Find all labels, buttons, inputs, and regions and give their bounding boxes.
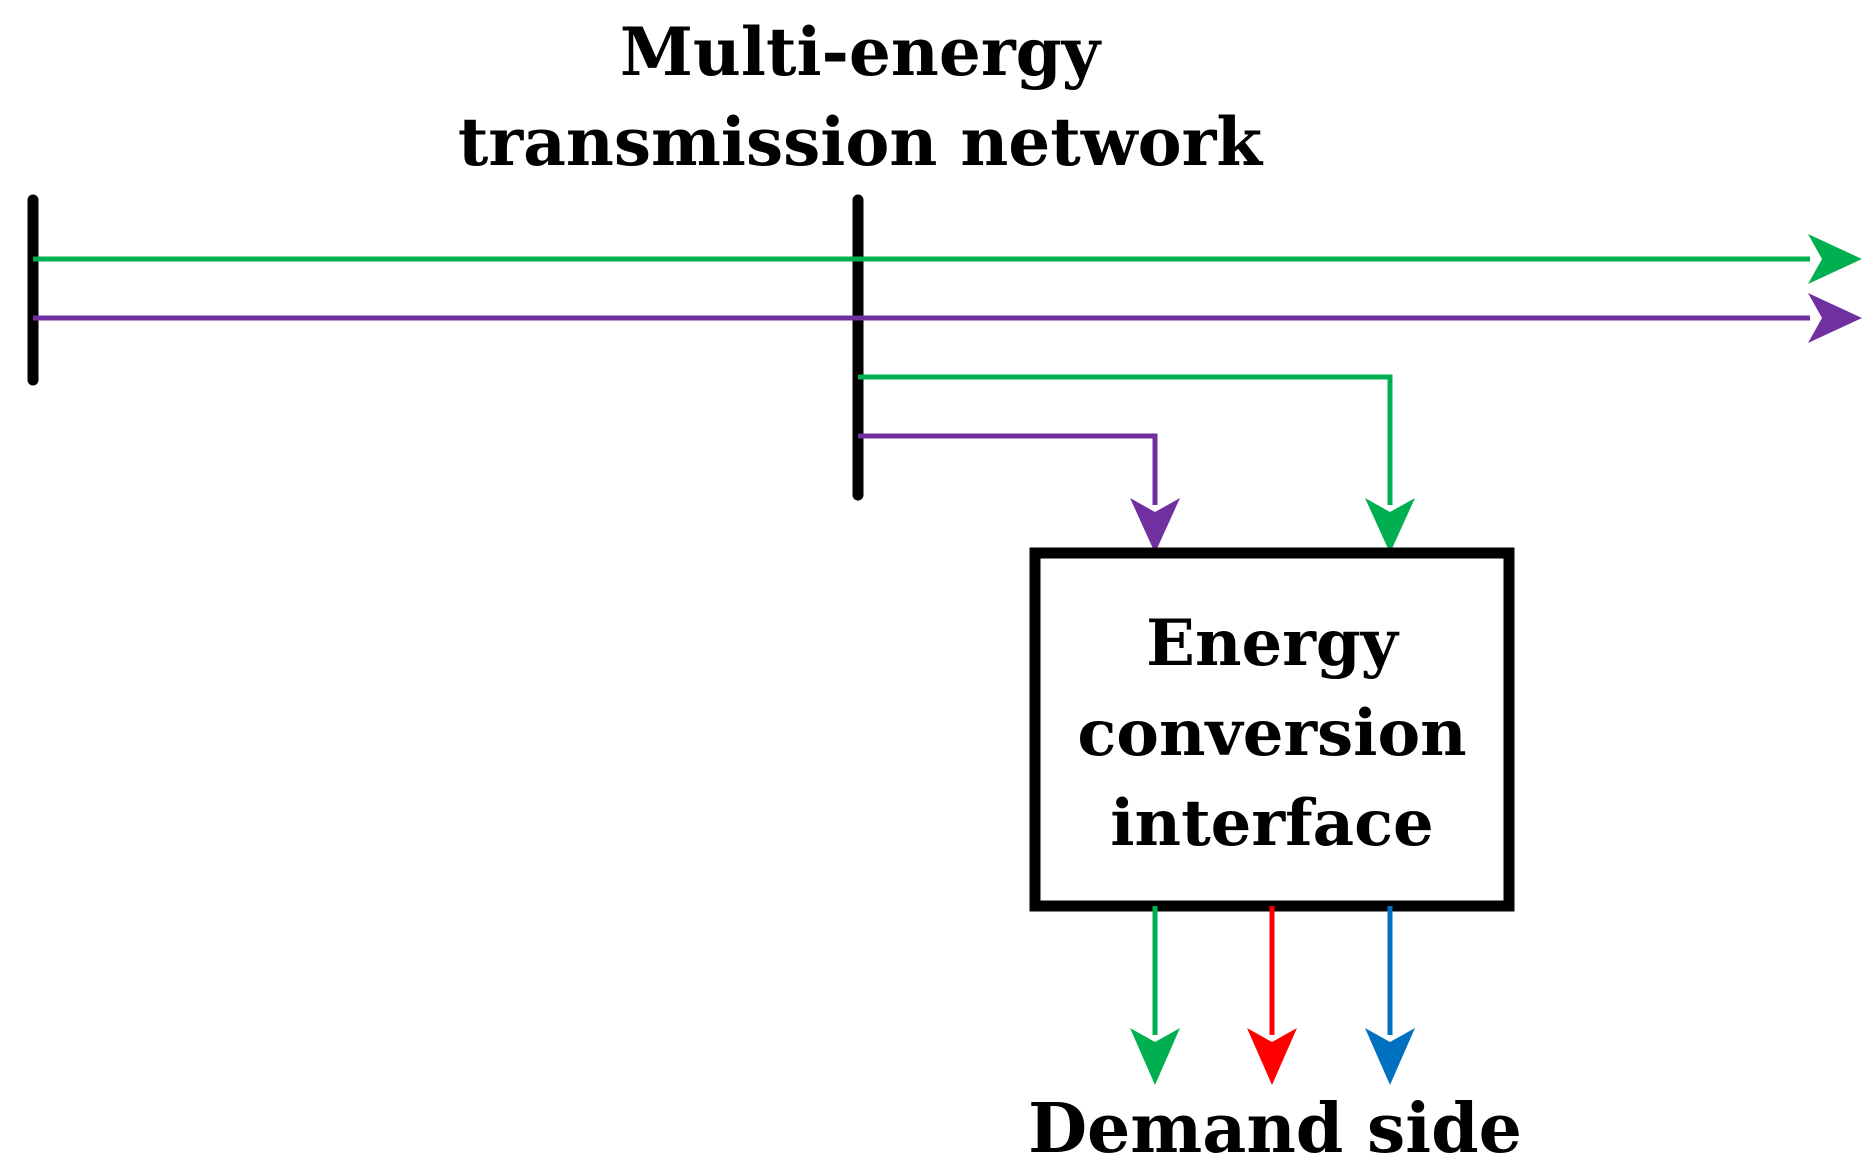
energy-conversion-box xyxy=(1029,547,1515,912)
red-output-line xyxy=(1247,906,1297,1085)
green-main-line xyxy=(33,234,1862,284)
box-line-3: interface xyxy=(1110,786,1434,861)
green-output-line xyxy=(1130,906,1180,1085)
box-line-1: Energy xyxy=(1146,606,1400,681)
title-line-2: transmission network xyxy=(458,103,1264,181)
box-line-2: conversion xyxy=(1077,696,1466,771)
green-branch-line xyxy=(858,374,1415,553)
purple-main-line xyxy=(33,293,1862,343)
title-line-1: Multi-energy xyxy=(620,13,1102,91)
blue-output-line xyxy=(1365,906,1415,1085)
purple-branch-line xyxy=(858,433,1180,553)
demand-side-label: Demand side xyxy=(1028,1089,1522,1168)
